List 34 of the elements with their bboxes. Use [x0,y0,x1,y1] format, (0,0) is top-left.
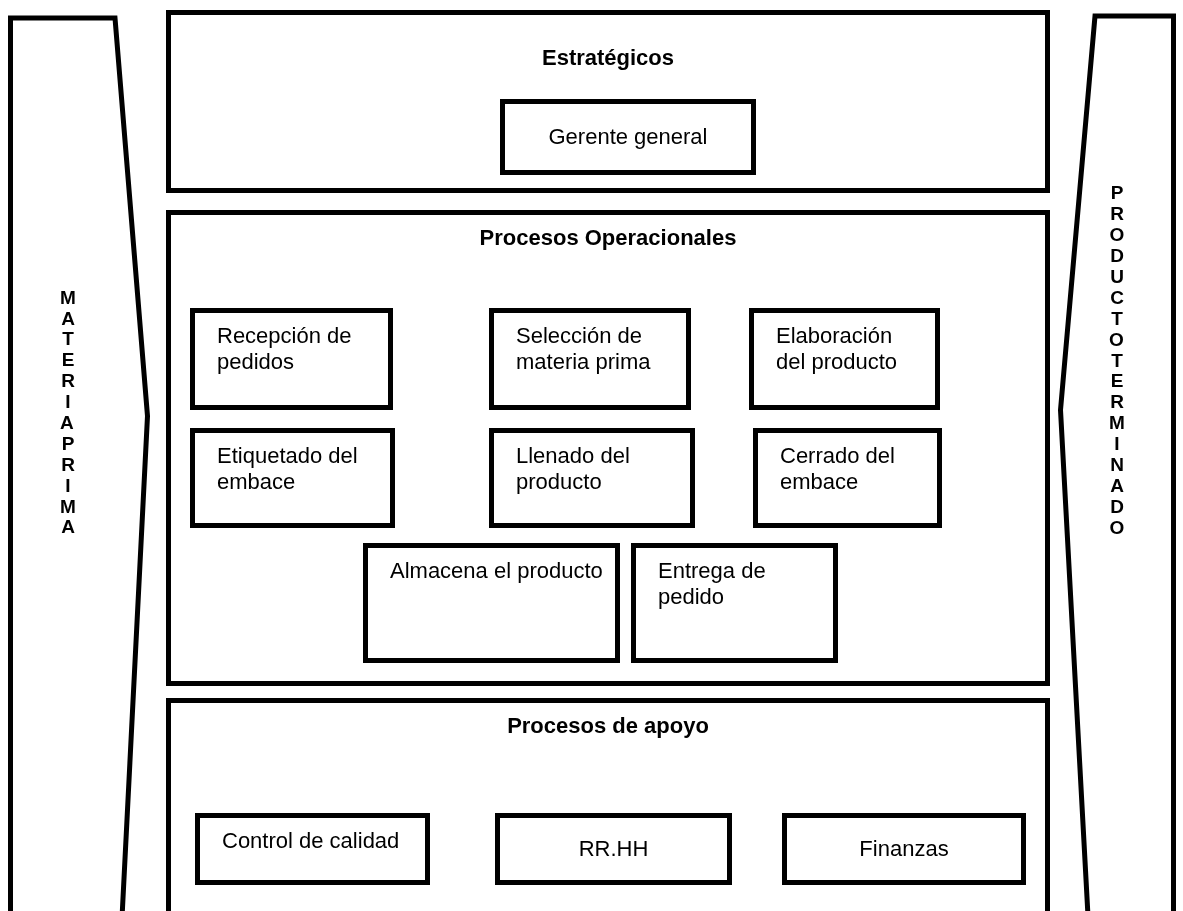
process-box [190,308,393,410]
process-box [489,428,695,528]
band-title: Procesos de apoyo [507,713,709,739]
vertical-label: MATERIA PRIMA [59,287,77,539]
process-band [166,10,1050,193]
process-label: Control de calidad [222,828,400,855]
process-box [495,813,732,885]
process-label: Entrega de pedido [658,558,767,611]
process-box [749,308,940,410]
process-label: Llenado del producto [516,443,631,496]
process-label: Elaboración del producto [776,323,899,376]
process-label: Etiquetado del embace [217,443,359,496]
vertical-label: PRODUCTO TERMINADO [1108,183,1126,539]
process-band [166,698,1050,911]
process-label: Selección de materia prima [516,323,652,376]
process-label: Almacena el producto [390,558,603,585]
process-box [631,543,838,663]
process-label: Finanzas [859,835,949,863]
input-arrow-shape [8,18,150,911]
process-label: RR.HH [578,835,649,863]
process-box [753,428,942,528]
process-box [363,543,620,663]
process-box [500,99,756,175]
process-label: Cerrado del embace [780,443,896,496]
process-box [195,813,430,885]
band-title: Estratégicos [541,45,675,71]
process-box [489,308,691,410]
output-arrow-shape [1058,16,1176,911]
process-box [190,428,395,528]
process-box [782,813,1026,885]
process-label: Gerente general [548,123,708,151]
process-band [166,210,1050,686]
process-label: Recepción de pedidos [217,323,353,376]
band-title: Procesos Operacionales [479,225,737,251]
